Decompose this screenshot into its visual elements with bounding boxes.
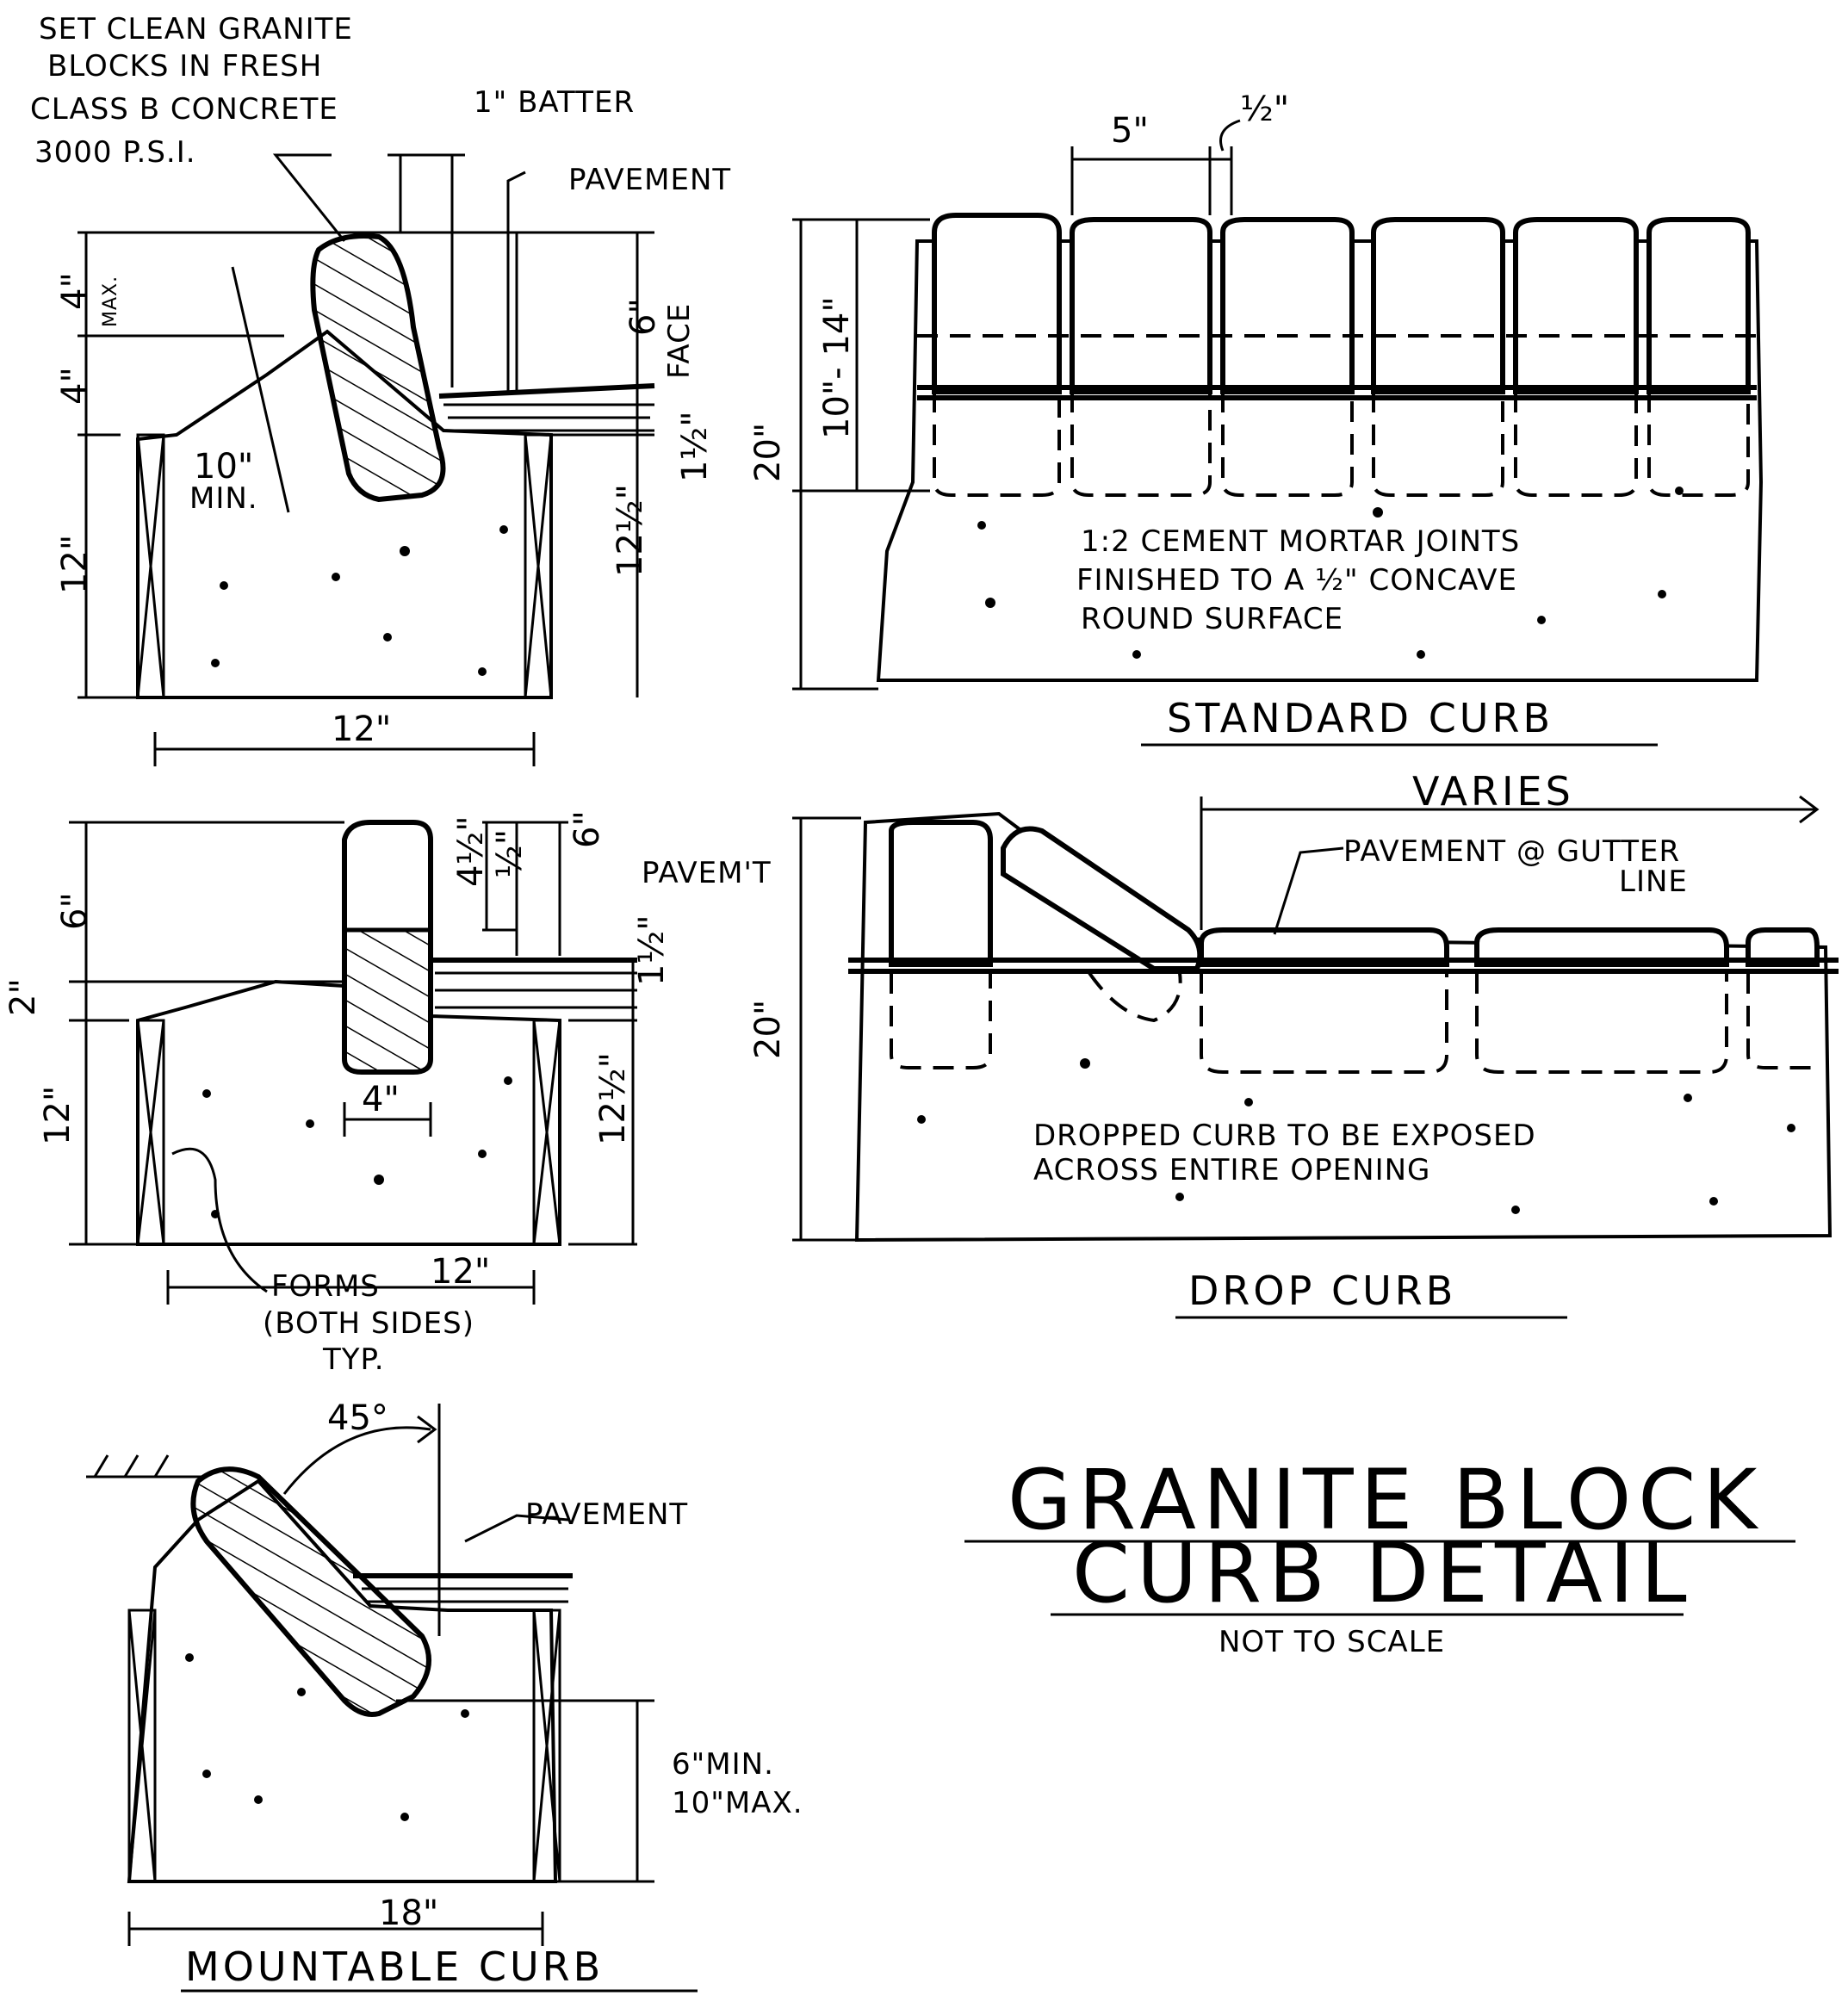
mountable-granite-block (190, 1466, 431, 1717)
mortar-note-2: FINISHED TO A ½" CONCAVE (1076, 563, 1517, 598)
drop-dim-6-face: 6" (567, 810, 607, 848)
drop-dim-4: 4" (362, 1080, 400, 1119)
dim-10-min: 10" (194, 447, 253, 487)
granite-blocks-row (932, 213, 1751, 394)
standard-curb-elevation: 5" ½" 20" 10"- 14" 1:2 CEMENT MORTAR JOI… (748, 90, 1764, 747)
forms-line-3: TYP. (322, 1342, 385, 1377)
form-left (136, 433, 165, 699)
max-label: MAX. (100, 276, 121, 327)
drop-width-12: 12" (431, 1252, 490, 1292)
mortar-note-1: 1:2 CEMENT MORTAR JOINTS (1081, 524, 1520, 559)
sheet-title-block: GRANITE BLOCK CURB DETAIL NOT TO SCALE (964, 1452, 1795, 1659)
mountable-curb-section: 45° PAVEMENT 6"MIN. 10"MAX. 18" MOUNTABL… (86, 1398, 803, 1993)
dim-1-5: 1½" (675, 411, 715, 482)
granite-block (310, 233, 446, 503)
angle-45: 45° (327, 1398, 388, 1438)
dim-12: 12" (55, 535, 95, 594)
drop-curb-elevation: VARIES PAVEMENT @ GUTTER LINE 20" DROPPE… (748, 768, 1839, 1319)
not-to-scale: NOT TO SCALE (1219, 1625, 1445, 1659)
dim-4-max: 4" (55, 272, 95, 310)
drop-elev-dim-20: 20" (748, 1000, 788, 1059)
mountable-pavement-label: PAVEMENT (525, 1497, 688, 1532)
drop-dim-half: ½" (490, 829, 530, 878)
varies-label: VARIES (1412, 768, 1574, 815)
depth-max: 10"MAX. (672, 1786, 803, 1820)
mortar-note-3: ROUND SURFACE (1081, 602, 1343, 636)
forms-line-2: (BOTH SIDES) (263, 1306, 474, 1341)
pavement-layer (438, 383, 655, 399)
drop-dim-4-5: 4½" (451, 815, 491, 887)
width-12: 12" (332, 710, 391, 749)
dim-half: ½" (1240, 90, 1289, 129)
dropped-note-2: ACROSS ENTIRE OPENING (1033, 1153, 1430, 1187)
dropped-note-1: DROPPED CURB TO BE EXPOSED (1033, 1119, 1536, 1153)
form-right (524, 433, 553, 699)
dim-5: 5" (1111, 111, 1149, 151)
drop-dim-12-5: 12½" (593, 1052, 633, 1145)
width-18: 18" (379, 1894, 438, 1933)
title-line-2: CURB DETAIL (1072, 1525, 1694, 1621)
face-6: 6" (623, 298, 663, 336)
drop-dim-6: 6" (55, 892, 95, 930)
gutter-line-2: LINE (1619, 865, 1688, 899)
note-line-2: BLOCKS IN FRESH (47, 49, 322, 84)
dim-20: 20" (748, 423, 788, 482)
standard-curb-title: STANDARD CURB (1167, 695, 1553, 741)
gutter-line-1: PAVEMENT @ GUTTER (1343, 834, 1680, 869)
drop-dim-2: 2" (3, 978, 43, 1016)
concrete-bed (136, 329, 553, 699)
dim-12-5: 12½" (611, 484, 650, 577)
pavement-label: PAVEMENT (568, 163, 731, 197)
min-label: MIN. (189, 481, 258, 516)
note-line-1: SET CLEAN GRANITE (39, 12, 353, 46)
note-line-3: CLASS B CONCRETE (30, 92, 338, 127)
depth-min: 6"MIN. (672, 1747, 774, 1782)
drop-dim-12: 12" (38, 1086, 78, 1145)
title-line-1: GRANITE BLOCK (1008, 1452, 1764, 1548)
drop-curb-title: DROP CURB (1188, 1268, 1456, 1314)
drop-curb-section: 6" 4½" ½" 6" PAVEM'T 1½" 2" 12" 4" 12½" … (3, 810, 772, 1377)
drop-dim-1-5: 1½" (632, 914, 672, 986)
note-line-4: 3000 P.S.I. (34, 135, 196, 170)
forms-line-1: FORMS (271, 1269, 380, 1304)
dim-10-14: 10"- 14" (817, 296, 857, 439)
batter-label: 1" BATTER (474, 85, 635, 120)
dim-4: 4" (55, 367, 95, 405)
standard-curb-section: SET CLEAN GRANITE BLOCKS IN FRESH CLASS … (30, 12, 731, 766)
face-label: FACE (662, 303, 697, 379)
mountable-curb-title: MOUNTABLE CURB (185, 1943, 604, 1990)
drop-pavement-label: PAVEM'T (642, 856, 772, 890)
